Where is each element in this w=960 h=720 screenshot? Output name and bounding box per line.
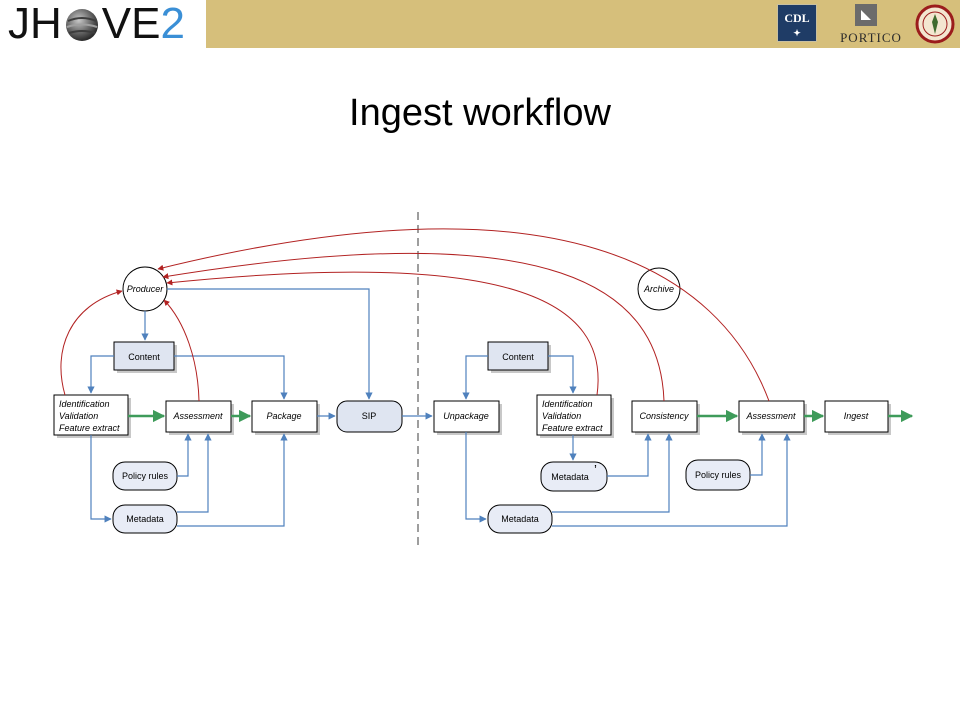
portico-logo: PORTICO	[833, 2, 909, 46]
logo-version: 2	[160, 0, 185, 48]
feedback-arrow	[157, 228, 770, 402]
cdl-logo: CDL ✦	[777, 4, 817, 42]
policy-rules-label-left: Policy rules	[122, 471, 169, 481]
cdl-star-icon: ✦	[793, 28, 801, 38]
identification-node-right: Identification Validation Feature extrac…	[536, 394, 614, 438]
consistency-label: Consistency	[639, 411, 689, 421]
info-arrow	[462, 355, 488, 400]
logo-prefix: JH	[8, 0, 62, 48]
policy-rules-node-right: Policy rules	[685, 459, 751, 491]
assessment-label-right: Assessment	[745, 411, 796, 421]
info-arrow	[552, 433, 791, 527]
assessment-node-left: Assessment	[165, 400, 234, 435]
consistency-node: Consistency	[631, 400, 700, 435]
package-label: Package	[266, 411, 301, 421]
metadata-node-right: Metadata	[487, 504, 553, 534]
feedback-arrows	[60, 228, 770, 402]
metadata-prime-node: Metadata ’	[540, 461, 608, 492]
feature-extract-label-left: Feature extract	[59, 423, 120, 433]
metadata-label-right: Metadata	[501, 514, 539, 524]
unpackage-node: Unpackage	[433, 400, 502, 435]
identification-label-left: Identification	[59, 399, 110, 409]
content-node-left: Content	[113, 341, 177, 373]
metadata-label-left: Metadata	[126, 514, 164, 524]
feedback-arrow	[162, 252, 665, 402]
producer-node: Producer	[122, 266, 168, 312]
content-node-right: Content	[487, 341, 551, 373]
logo-suffix: VE	[101, 0, 161, 48]
assessment-node-right: Assessment	[738, 400, 807, 435]
feedback-arrow	[60, 289, 123, 396]
info-arrow	[750, 433, 766, 476]
assessment-label-left: Assessment	[172, 411, 223, 421]
sip-label: SIP	[362, 411, 377, 421]
archive-node: Archive	[637, 267, 681, 311]
metadata-prime-label: Metadata	[551, 472, 589, 482]
policy-rules-node-left: Policy rules	[112, 461, 178, 491]
portico-logo-text: PORTICO	[840, 30, 902, 45]
header-banner	[206, 0, 960, 48]
info-arrow	[607, 433, 652, 477]
globe-icon	[65, 9, 98, 41]
cdl-logo-text: CDL	[784, 11, 810, 25]
info-arrow	[177, 433, 288, 527]
feature-extract-label-right: Feature extract	[542, 423, 603, 433]
archive-label: Archive	[643, 284, 674, 294]
identification-label-right: Identification	[542, 399, 593, 409]
validation-label-left: Validation	[59, 411, 98, 421]
info-arrow	[167, 288, 373, 400]
identification-node-left: Identification Validation Feature extrac…	[53, 394, 131, 438]
info-arrow	[90, 435, 112, 523]
info-flow-arrows	[87, 288, 791, 527]
info-arrow	[177, 433, 192, 477]
info-arrow	[552, 433, 673, 513]
feedback-arrow	[163, 299, 200, 402]
content-label-right: Content	[502, 352, 534, 362]
ingest-node: Ingest	[824, 400, 891, 435]
content-label-left: Content	[128, 352, 160, 362]
producer-label: Producer	[127, 284, 165, 294]
info-arrow	[548, 355, 577, 394]
policy-rules-label-right: Policy rules	[695, 470, 742, 480]
info-arrow	[174, 355, 288, 400]
portico-mark-icon	[855, 4, 877, 26]
info-arrow	[465, 432, 487, 523]
info-arrow	[87, 355, 114, 394]
feedback-arrow	[166, 271, 599, 396]
package-node: Package	[251, 400, 320, 435]
university-seal-icon	[915, 4, 955, 44]
metadata-node-left: Metadata	[112, 504, 178, 534]
info-arrow	[177, 433, 212, 513]
slide-title: Ingest workflow	[349, 92, 611, 134]
validation-label-right: Validation	[542, 411, 581, 421]
sip-node: SIP	[336, 400, 403, 433]
unpackage-label: Unpackage	[443, 411, 489, 421]
prime-mark: ’	[594, 462, 597, 477]
ingest-label: Ingest	[844, 411, 869, 421]
